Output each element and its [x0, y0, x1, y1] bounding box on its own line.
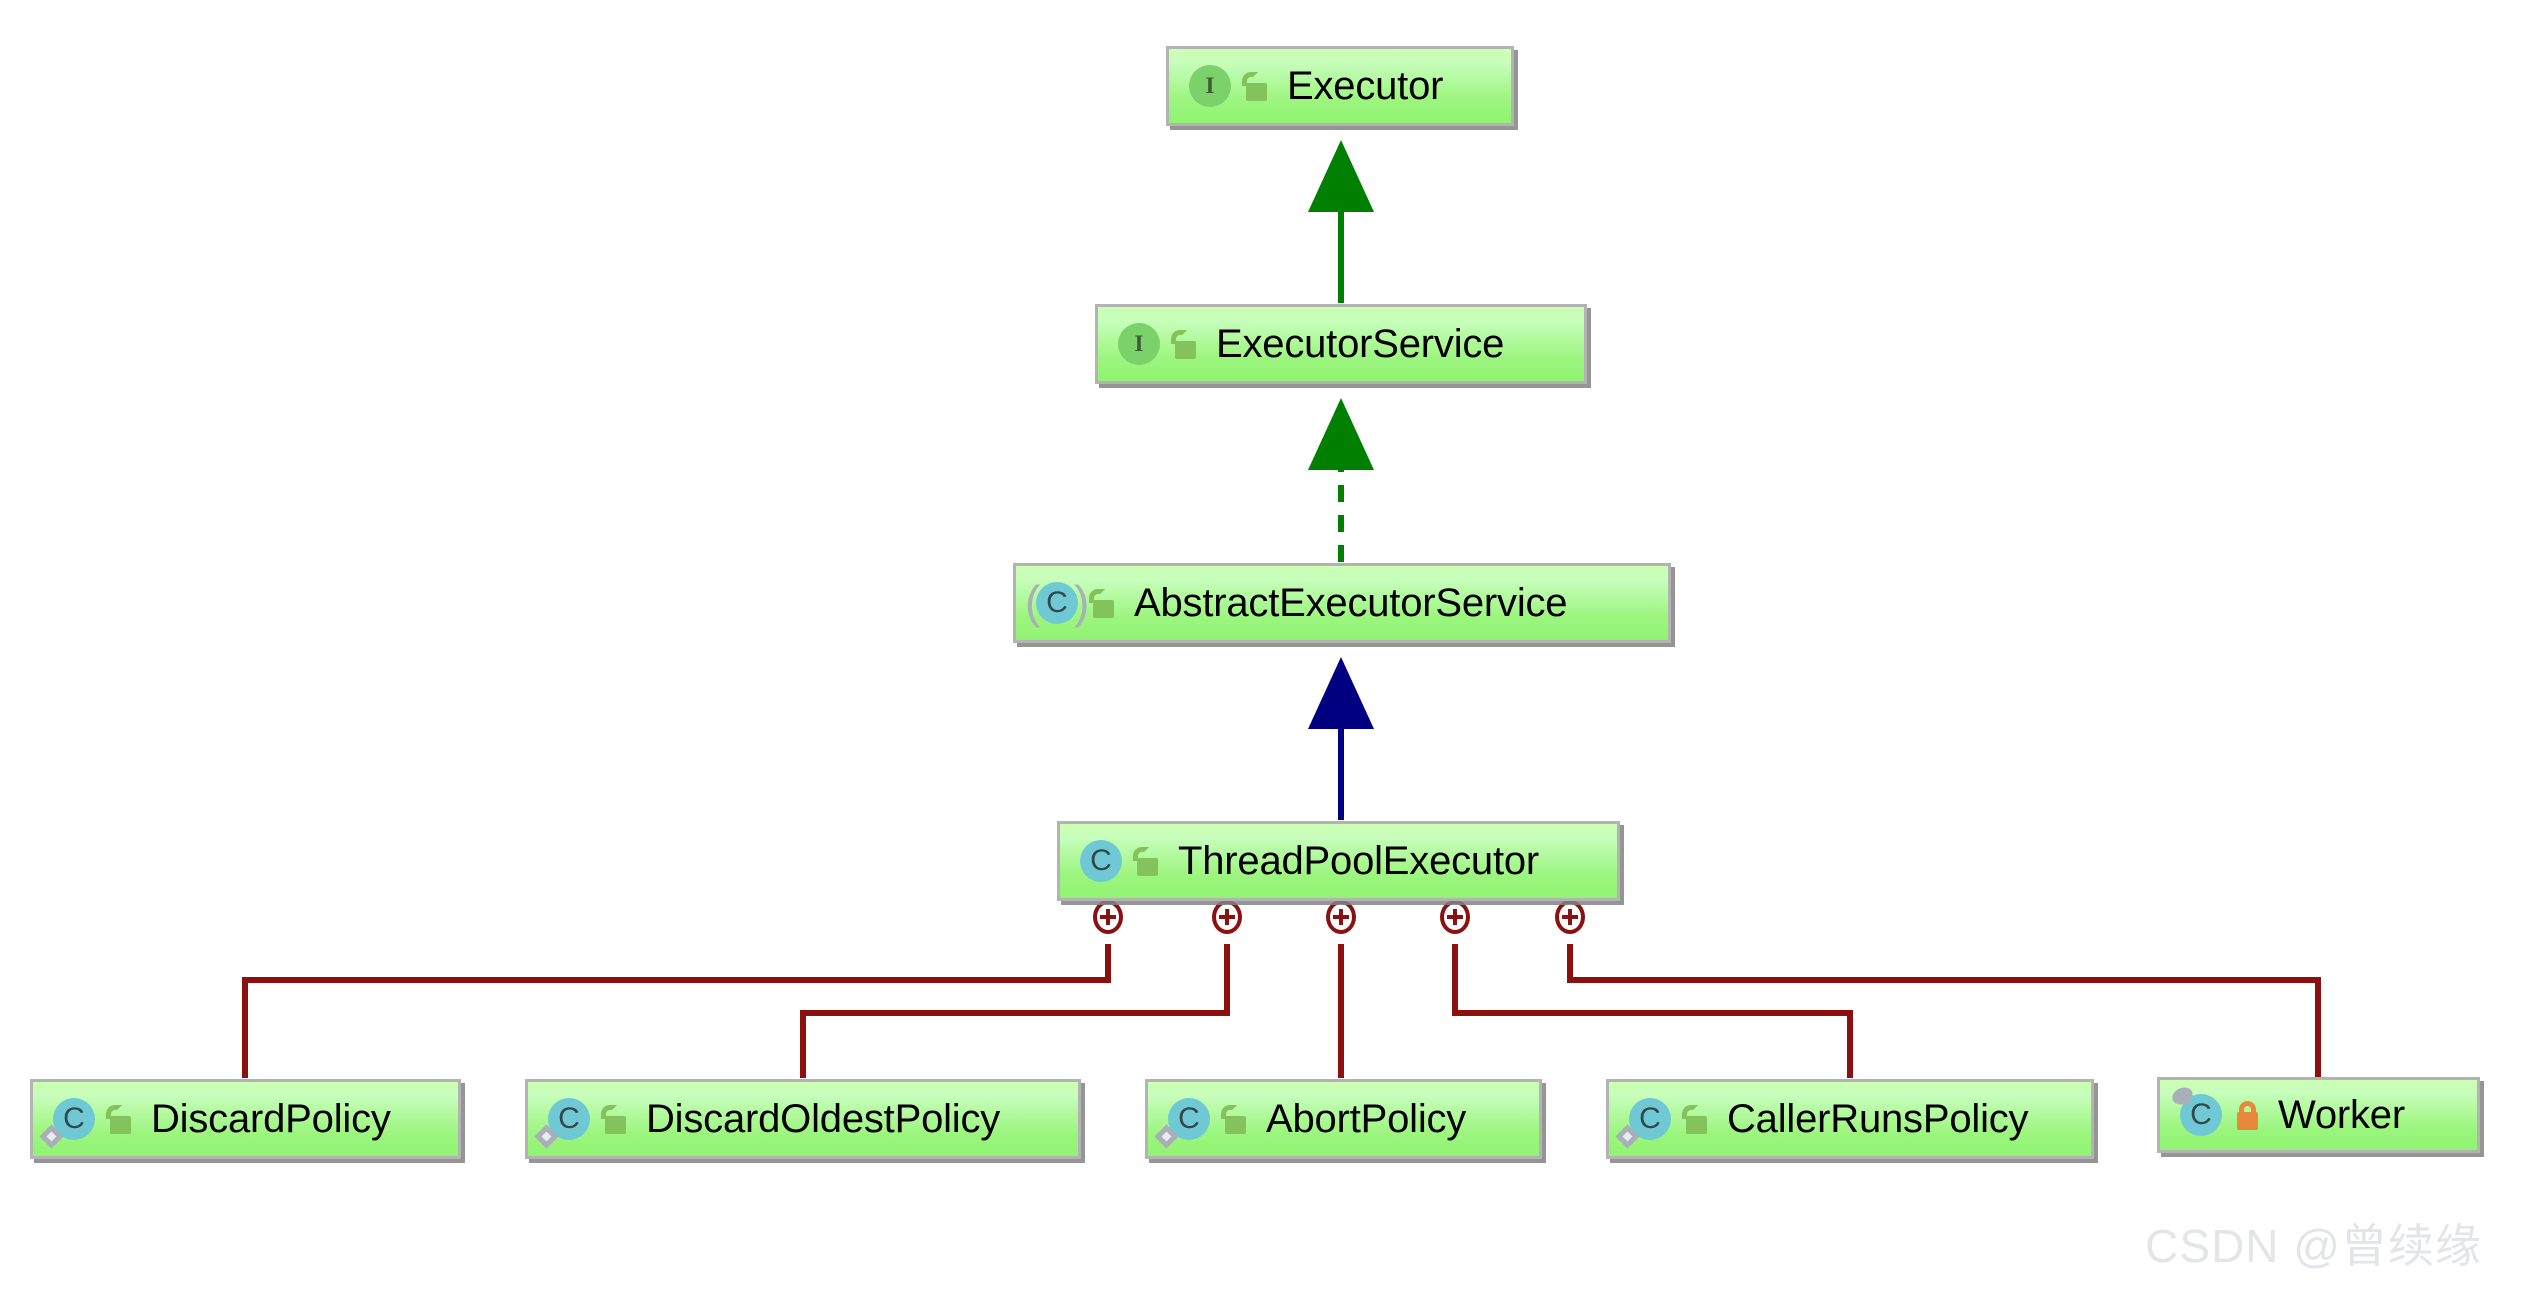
edge-threadpoolexecutor-to-callerrunspolicy	[1452, 944, 1853, 1078]
unlock-shackle	[1133, 847, 1149, 861]
unlock-shackle	[601, 1105, 617, 1119]
abstract-class-icon: ( C )	[1025, 578, 1089, 628]
unlock-shackle	[1682, 1105, 1698, 1119]
interface-icon: I	[1183, 61, 1233, 111]
edge-threadpoolexecutor-to-discardpolicy	[242, 944, 1111, 1078]
class-node-executorservice[interactable]: I ExecutorService	[1095, 304, 1587, 384]
class-node-label: CallerRunsPolicy	[1727, 1097, 2029, 1141]
unlock-shackle	[106, 1105, 122, 1119]
class-icon-letter: C	[53, 1098, 95, 1140]
lock-icon	[2232, 1098, 2262, 1132]
inner-class-plus-icon[interactable]	[1326, 900, 1356, 934]
lock-shackle	[2239, 1101, 2256, 1114]
unlock-body	[605, 1116, 626, 1134]
unlock-body	[1246, 83, 1267, 101]
class-node-callerrunspolicy[interactable]: C CallerRunsPolicy	[1606, 1079, 2094, 1159]
class-node-discardoldestpolicy[interactable]: C DiscardOldestPolicy	[525, 1079, 1081, 1159]
interface-icon-letter: I	[1118, 323, 1160, 365]
unlock-icon	[1132, 844, 1162, 878]
class-node-label: AbortPolicy	[1266, 1097, 1467, 1141]
plus-vertical-bar	[1339, 909, 1343, 925]
abstract-paren-right: )	[1074, 576, 1090, 628]
class-node-abortpolicy[interactable]: C AbortPolicy	[1145, 1079, 1542, 1159]
class-node-label: ThreadPoolExecutor	[1178, 839, 1540, 883]
unlock-body	[1225, 1116, 1246, 1134]
watermark: CSDN @曾续缘	[2145, 1220, 2482, 1272]
unlock-icon	[600, 1102, 630, 1136]
interface-icon-letter: I	[1189, 65, 1231, 107]
nested-class-icon: C	[1154, 1094, 1212, 1149]
plus-vertical-bar	[1106, 909, 1110, 925]
final-marker-badge	[2169, 1084, 2196, 1108]
unlock-icon	[1170, 327, 1200, 361]
inner-class-plus-icon[interactable]	[1440, 900, 1470, 934]
class-icon-letter: C	[1080, 840, 1122, 882]
inner-class-plus-icon[interactable]	[1212, 900, 1242, 934]
unlock-body	[1686, 1116, 1707, 1134]
class-node-executor[interactable]: I Executor	[1166, 46, 1514, 126]
lock-body	[2237, 1112, 2258, 1130]
plus-vertical-bar	[1225, 909, 1229, 925]
inner-class-plus-icon[interactable]	[1555, 900, 1585, 934]
plus-vertical-bar	[1568, 909, 1572, 925]
unlock-icon	[105, 1102, 135, 1136]
nested-class-icon: C	[39, 1094, 97, 1149]
class-node-threadpoolexecutor[interactable]: C ThreadPoolExecutor	[1057, 821, 1620, 901]
plus-vertical-bar	[1453, 909, 1457, 925]
unlock-body	[1093, 600, 1114, 618]
unlock-body	[110, 1116, 131, 1134]
class-node-label: AbstractExecutorService	[1134, 581, 1568, 625]
edge-threadpoolexecutor-to-worker	[1567, 944, 2321, 1078]
unlock-shackle	[1221, 1105, 1237, 1119]
unlock-body	[1175, 341, 1196, 359]
inner-class-plus-icon[interactable]	[1093, 900, 1123, 934]
unlock-shackle	[1242, 72, 1258, 86]
class-icon-letter: C	[1036, 582, 1078, 624]
unlock-shackle	[1171, 330, 1187, 344]
class-node-worker[interactable]: C Worker	[2157, 1077, 2480, 1153]
unlock-icon	[1241, 69, 1271, 103]
nested-class-icon: C	[1615, 1094, 1673, 1149]
nested-class-icon: C	[534, 1094, 592, 1149]
class-node-label: Worker	[2278, 1093, 2405, 1137]
unlock-icon	[1681, 1102, 1711, 1136]
class-node-label: Executor	[1287, 64, 1444, 108]
interface-icon: I	[1112, 319, 1162, 369]
unlock-icon	[1088, 586, 1118, 620]
class-node-discardpolicy[interactable]: C DiscardPolicy	[30, 1079, 461, 1159]
final-class-icon: C	[2169, 1084, 2224, 1140]
class-node-label: DiscardOldestPolicy	[646, 1097, 1001, 1141]
class-node-label: ExecutorService	[1216, 322, 1505, 366]
class-node-label: DiscardPolicy	[151, 1097, 391, 1141]
unlock-shackle	[1089, 589, 1105, 603]
unlock-icon	[1220, 1102, 1250, 1136]
abstract-paren-left: (	[1025, 576, 1041, 628]
edge-threadpoolexecutor-to-discardoldestpolicy	[800, 944, 1230, 1078]
unlock-body	[1137, 858, 1158, 876]
class-icon: C	[1074, 836, 1124, 886]
class-node-abstractexecutorservice[interactable]: ( C ) AbstractExecutorService	[1013, 563, 1671, 643]
